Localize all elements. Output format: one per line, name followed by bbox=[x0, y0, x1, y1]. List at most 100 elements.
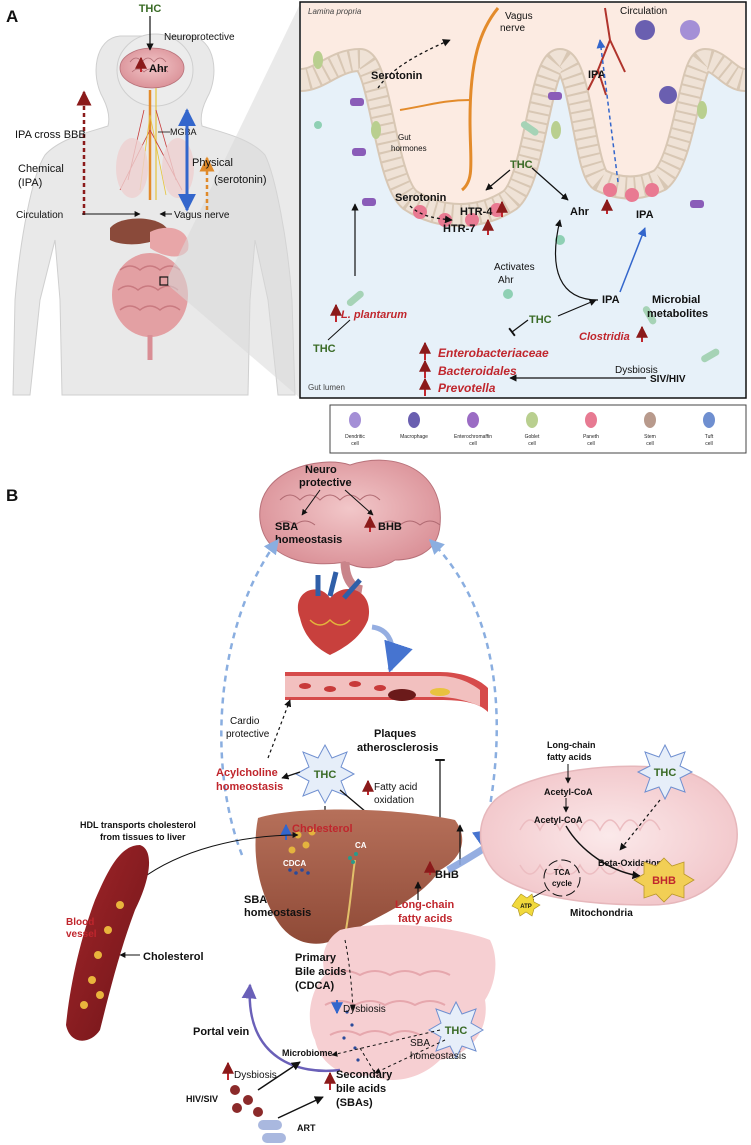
body-thc-label: THC bbox=[139, 3, 162, 15]
legend-cell-icon bbox=[585, 412, 597, 428]
gut-ipa-right-label: IPA bbox=[636, 209, 654, 221]
brain-bhb-label: BHB bbox=[378, 521, 402, 533]
brain-protective-label: protective bbox=[299, 477, 352, 489]
sba-liver-label: SBA bbox=[244, 894, 267, 906]
blood-vessel-label: vessel bbox=[66, 929, 97, 940]
dysbiosis-down-label: Dysbiosis bbox=[343, 1004, 386, 1015]
heart-illustration bbox=[297, 571, 370, 655]
legend-cell-icon bbox=[644, 412, 656, 428]
legend-cell-icon bbox=[408, 412, 420, 428]
gut-serotonin-mid-label: Serotonin bbox=[395, 192, 447, 204]
cardio-label: Cardio bbox=[230, 716, 260, 727]
clostridia-label: Clostridia bbox=[579, 331, 630, 343]
legend-cell-label: Dendritic bbox=[345, 434, 365, 440]
brain-neuro-label: Neuro bbox=[305, 464, 337, 476]
activates-label: Activates bbox=[494, 262, 535, 273]
thc-gut-label: THC bbox=[445, 1025, 468, 1037]
bhb-mito-label: BHB bbox=[652, 875, 676, 887]
legend-cell-label: Enterochromaffin bbox=[454, 434, 492, 440]
acetyl-coa-top-label: Acetyl-CoA bbox=[544, 787, 593, 797]
brain-illustration bbox=[259, 459, 441, 595]
mgba-label: MGBA bbox=[170, 127, 197, 137]
thc-star-center bbox=[294, 743, 356, 805]
legend-cell-icon bbox=[349, 412, 361, 428]
hdl-label: HDL transports cholesterol bbox=[80, 820, 196, 830]
lcfa-red-fatty-label: fatty acids bbox=[398, 913, 452, 925]
beta-oxidation-label: Beta-Oxidation bbox=[598, 858, 662, 868]
legend-cell-label-2: cell bbox=[351, 441, 359, 447]
htr7-label: HTR-7 bbox=[443, 223, 475, 235]
lamina-propria-label: Lamina propria bbox=[308, 7, 362, 16]
body-ahr-label: Ahr bbox=[149, 63, 169, 75]
gut-dysbiosis-label: Dysbiosis bbox=[615, 365, 658, 376]
secondary-bile-label: bile acids bbox=[336, 1083, 386, 1095]
cholesterol-liver-label: Cholesterol bbox=[292, 823, 353, 835]
atp-badge bbox=[511, 893, 541, 917]
mito-lcfa-fatty-label: fatty acids bbox=[547, 752, 592, 762]
primary-cdca-label: (CDCA) bbox=[295, 980, 334, 992]
sba-liver-homeostasis-label: homeostasis bbox=[244, 907, 311, 919]
acylcholine-label: Acylcholine bbox=[216, 767, 278, 779]
blood-label: Blood bbox=[66, 917, 94, 928]
vagus-nerve-body-label: Vagus nerve bbox=[174, 210, 230, 221]
gut-vagus-nerve-label: nerve bbox=[500, 23, 525, 34]
oxidation-label: oxidation bbox=[374, 795, 414, 806]
cholesterol-vessel-label: Cholesterol bbox=[143, 951, 204, 963]
mito-lcfa-label: Long-chain bbox=[547, 740, 596, 750]
bacteroidales-label: Bacteroidales bbox=[438, 364, 517, 378]
blood-vessel-illustration bbox=[66, 845, 150, 1041]
acylcholine-homeostasis-label: homeostasis bbox=[216, 781, 283, 793]
legend-cell-icon bbox=[526, 412, 538, 428]
htr4-label: HTR-4 bbox=[460, 206, 493, 218]
circulation-label: Circulation bbox=[16, 210, 63, 221]
art-pill-icons bbox=[258, 1120, 286, 1143]
gut-thc-low-label: THC bbox=[529, 314, 552, 326]
ca-label: CA bbox=[355, 841, 367, 850]
microbiome-label: Microbiome bbox=[282, 1048, 333, 1058]
legend-cell-label: Paneth bbox=[583, 434, 599, 440]
chemical-ipa-label: (IPA) bbox=[18, 177, 42, 189]
gut-serotonin-top-label: Serotonin bbox=[371, 70, 423, 82]
legend-cell-label-2: cell bbox=[587, 441, 595, 447]
tca-label: TCA bbox=[554, 868, 571, 877]
thc-star-gut bbox=[428, 1000, 484, 1060]
portal-vein-label: Portal vein bbox=[193, 1026, 250, 1038]
thc-mito-label: THC bbox=[654, 767, 677, 779]
l-plantarum-label: L. plantarum bbox=[341, 309, 407, 321]
mitochondria-illustration bbox=[479, 765, 738, 906]
cardio-protective-label: protective bbox=[226, 729, 270, 740]
liver-illustration bbox=[255, 809, 463, 944]
gut-zoom-panel bbox=[299, 1, 747, 399]
hiv-siv-label: HIV/SIV bbox=[186, 1094, 218, 1104]
panel-b-label: B bbox=[6, 486, 18, 505]
gut-lumen-label: Gut lumen bbox=[308, 383, 345, 392]
sba-gut-label: SBA bbox=[410, 1038, 430, 1049]
gut-thc-left-label: THC bbox=[313, 343, 336, 355]
lcfa-red-label: Long-chain bbox=[395, 899, 455, 911]
thc-star-mito bbox=[636, 743, 694, 801]
sba-gut-homeostasis-label: homeostasis bbox=[410, 1051, 466, 1062]
bhb-mito-badge bbox=[633, 857, 695, 903]
hdl-liver-label: from tissues to liver bbox=[100, 832, 186, 842]
virus-icons bbox=[230, 1085, 263, 1117]
enterobacteriaceae-label: Enterobacteriaceae bbox=[438, 346, 549, 360]
gut-hormones-label-2: hormones bbox=[391, 144, 427, 153]
legend-cell-label: Stem bbox=[644, 434, 656, 440]
microbial-metabolites-label: metabolites bbox=[647, 308, 708, 320]
legend-cell-label: Tuft bbox=[705, 434, 714, 440]
gut-circulation-label: Circulation bbox=[620, 6, 667, 17]
physical-serotonin-label: (serotonin) bbox=[214, 174, 267, 186]
secondary-sbas-label: (SBAs) bbox=[336, 1097, 373, 1109]
secondary-label: Secondary bbox=[336, 1069, 393, 1081]
tca-cycle-ring bbox=[543, 859, 581, 897]
panel-a-label: A bbox=[6, 7, 18, 26]
gut-ipa-low-label: IPA bbox=[602, 294, 620, 306]
gut-ahr-label: Ahr bbox=[570, 206, 590, 218]
legend-cell-label-2: cell bbox=[646, 441, 654, 447]
legend-cell-icon bbox=[467, 412, 479, 428]
legend-cell-icon bbox=[703, 412, 715, 428]
chemical-label: Chemical bbox=[18, 163, 64, 175]
bhb-liver-label: BHB bbox=[435, 869, 459, 881]
primary-label: Primary bbox=[295, 952, 337, 964]
